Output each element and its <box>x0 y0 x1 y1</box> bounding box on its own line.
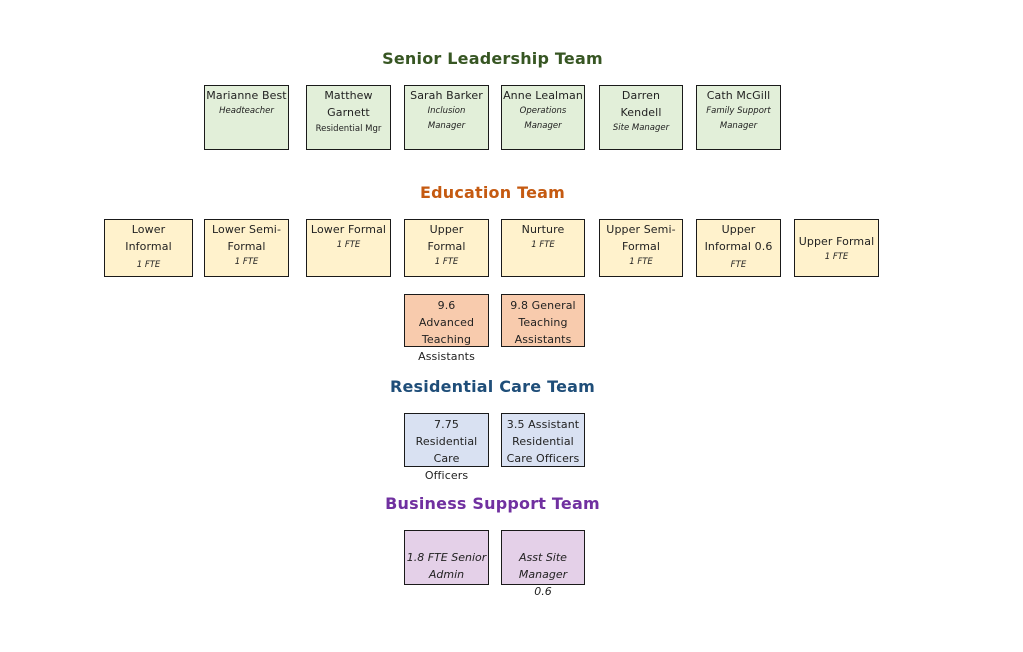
general-teaching-assistants: 9.8 General Teaching Assistants <box>501 294 585 347</box>
class-name: Lower Semi-Formal <box>211 223 282 253</box>
class-name: Upper Semi-Formal <box>606 223 676 253</box>
slt-heading: Senior Leadership Team <box>382 49 603 68</box>
member-role: Residential Mgr <box>315 124 382 134</box>
class-name: Lower Informal <box>125 223 172 253</box>
member-name: Matthew Garnett <box>324 89 373 119</box>
member-role: Operations Manager <box>519 106 567 131</box>
class-lower-formal: Lower Formal 1 FTE <box>306 219 391 277</box>
slt-member-lealman: Anne Lealman Operations Manager <box>501 85 585 150</box>
slt-member-best: Marianne Best Headteacher <box>204 85 289 150</box>
member-name: Marianne Best <box>206 89 287 102</box>
member-role: Site Manager <box>612 123 670 133</box>
class-fte: 1 FTE <box>434 257 459 267</box>
class-name-text: Upper Informal 0.6 <box>704 223 773 253</box>
class-fte: FTE <box>730 260 747 270</box>
class-nurture: Nurture 1 FTE <box>501 219 585 277</box>
class-name: Upper Formal <box>427 223 466 253</box>
education-heading: Education Team <box>419 183 566 202</box>
care-label: 3.5 Assistant Residential Care Officers <box>506 418 580 465</box>
advanced-teaching-assistants: 9.6 Advanced Teaching Assistants <box>404 294 489 363</box>
member-name: Sarah Barker <box>410 89 483 102</box>
class-fte: 1 FTE <box>136 260 161 270</box>
member-role: Headteacher <box>219 106 274 116</box>
care-heading: Residential Care Team <box>389 377 596 396</box>
class-fte: 1 FTE <box>336 240 361 250</box>
assistant-residential-care-officers: 3.5 Assistant Residential Care Officers <box>501 413 585 467</box>
member-name: Cath McGill <box>706 89 771 102</box>
senior-admin: 1.8 FTE Senior Admin <box>404 530 489 585</box>
class-fte: 1 FTE <box>629 257 653 267</box>
class-name: Upper Informal 0.6 FTE <box>697 221 780 274</box>
class-name: Upper Formal <box>798 235 875 248</box>
slt-member-garnett: Matthew Garnett Residential Mgr <box>306 85 391 150</box>
slt-member-mcgill: Cath McGill Family Support Manager <box>696 85 781 150</box>
class-fte: 1 FTE <box>234 257 259 267</box>
slt-member-barker: Sarah Barker Inclusion Manager <box>404 85 489 150</box>
member-name: Darren Kendell <box>620 89 662 119</box>
class-name: Lower Formal <box>310 223 387 236</box>
class-lower-informal: Lower Informal 1 FTE <box>104 219 193 277</box>
class-upper-formal-2: Upper Formal 1 FTE <box>794 219 879 277</box>
class-upper-formal: Upper Formal 1 FTE <box>404 219 489 277</box>
member-name: Anne Lealman <box>503 89 583 102</box>
class-lower-semi-formal: Lower Semi-Formal 1 FTE <box>204 219 289 277</box>
assistants-label: 9.6 Advanced Teaching Assistants <box>418 299 475 363</box>
business-label: Asst Site Manager 0.6 <box>518 551 568 598</box>
business-label: 1.8 FTE Senior Admin <box>406 551 487 581</box>
class-name: Nurture <box>521 223 565 236</box>
care-label: 7.75 Residential Care Officers <box>415 418 478 482</box>
class-fte: 1 FTE <box>824 252 849 262</box>
residential-care-officers: 7.75 Residential Care Officers <box>404 413 489 482</box>
business-heading: Business Support Team <box>385 494 600 513</box>
member-role: Family Support Manager <box>706 106 771 131</box>
assistants-label: 9.8 General Teaching Assistants <box>510 299 576 346</box>
class-upper-semi-formal: Upper Semi-Formal 1 FTE <box>599 219 683 277</box>
member-role: Inclusion Manager <box>427 106 466 131</box>
slt-member-kendell: Darren Kendell Site Manager <box>599 85 683 150</box>
class-upper-informal: Upper Informal 0.6 FTE <box>696 219 781 277</box>
class-fte: 1 FTE <box>531 240 555 250</box>
asst-site-manager: Asst Site Manager 0.6 <box>501 530 585 598</box>
